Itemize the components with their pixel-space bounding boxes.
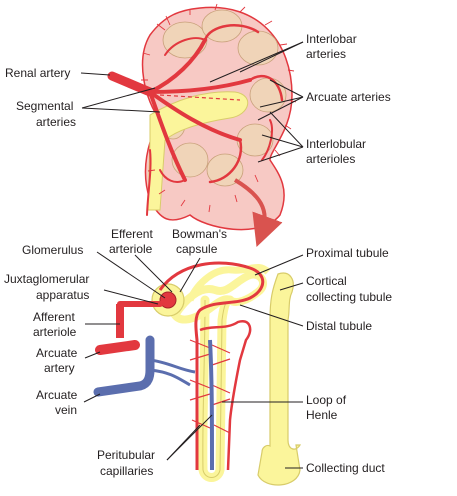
label-glomerulus: Glomerulus <box>22 243 83 257</box>
interlobar-artery-vessel <box>203 24 260 42</box>
label-jga-line1: Juxtaglomerular <box>4 272 89 286</box>
nephron <box>93 261 302 486</box>
label-bowmans-line1: Bowman's <box>172 227 227 241</box>
label-proximal-tubule: Proximal tubule <box>306 246 389 260</box>
peritubular-capillary <box>158 261 265 470</box>
label-peritubular-line2: capillaries <box>100 464 153 478</box>
label-interlobular-line1: Interlobular <box>306 137 366 151</box>
interlobar-artery-vessel <box>248 74 284 102</box>
label-peritubular-line1: Peritubular <box>97 448 155 462</box>
text-labels: Renal artery Segmental arteries Interlob… <box>4 32 392 478</box>
interlobular-arterioles <box>141 3 297 213</box>
leader-interlobular-3 <box>257 146 304 163</box>
leader-bowmans <box>179 257 201 293</box>
label-cortical-line1: Cortical <box>306 274 347 288</box>
label-jga-line2: apparatus <box>36 288 89 302</box>
leader-lines <box>80 41 304 469</box>
renal-artery-vessel <box>107 71 155 97</box>
segmental-artery-vessel <box>148 90 242 142</box>
leader-interlobular-1 <box>269 111 304 148</box>
label-interlobular-line2: arterioles <box>306 152 355 166</box>
arteriole <box>141 3 297 213</box>
collecting-duct-shape <box>257 272 302 486</box>
leader-distal <box>239 304 304 327</box>
label-loop-line1: Loop of <box>306 393 347 407</box>
leader-glomerulus <box>96 251 166 299</box>
interlobar-artery-vessel <box>208 138 243 184</box>
label-arcuate-arteries: Arcuate arteries <box>306 90 391 104</box>
label-bowmans-line2: capsule <box>176 242 218 256</box>
capillary-net <box>189 339 231 434</box>
segmental-artery-vessel <box>148 38 207 94</box>
label-afferent-line1: Afferent <box>33 310 75 324</box>
label-segmental-line1: Segmental <box>16 99 73 113</box>
label-loop-line2: Henle <box>306 408 338 422</box>
segmental-artery-vessel <box>148 78 252 94</box>
label-interlobar-line2: arteries <box>306 47 346 61</box>
leader-efferent <box>134 254 173 293</box>
kidney-cross-section <box>107 3 297 231</box>
label-afferent-line2: arteriole <box>33 325 77 339</box>
vein-along-loop <box>208 339 214 471</box>
label-renal-artery: Renal artery <box>5 66 70 80</box>
leader-arcuate-2 <box>259 96 304 108</box>
leader-arcuate-1 <box>269 79 304 98</box>
renal-pelvis <box>147 91 248 211</box>
leader-jga <box>103 289 159 305</box>
leader-renal-artery <box>80 72 111 76</box>
label-efferent-line2: arteriole <box>109 242 153 256</box>
label-distal-tubule: Distal tubule <box>306 319 372 333</box>
leader-arcuate-vein <box>83 393 101 403</box>
segmental-dashed <box>159 94 241 101</box>
label-arcuate-artery-line2: artery <box>44 361 75 375</box>
label-efferent-line1: Efferent <box>111 227 153 241</box>
loop-of-henle-outline <box>202 299 231 478</box>
label-collecting-duct: Collecting duct <box>306 461 385 475</box>
label-arcuate-vein-line1: Arcuate <box>36 388 78 402</box>
leader-segmental-2 <box>81 107 161 113</box>
pyramid <box>237 30 279 66</box>
segmental-artery-vessel <box>148 90 187 182</box>
glomerulus-shape <box>159 291 177 309</box>
label-arcuate-vein-line2: vein <box>55 403 77 417</box>
arcuate-artery-vessel <box>261 119 273 161</box>
label-cortical-line2: collecting tubule <box>306 290 392 304</box>
pyramid <box>206 153 244 187</box>
ureter-artery <box>146 149 152 216</box>
peritubular-capillary <box>199 319 252 471</box>
leader-cortical <box>279 282 304 291</box>
proximal-tubule-coil <box>186 264 271 302</box>
arcuate-artery-vessel <box>164 37 206 56</box>
label-segmental-line2: arteries <box>36 115 76 129</box>
arcuate-artery-shape <box>95 340 140 355</box>
zoom-arrow <box>233 178 283 248</box>
leader-proximal <box>254 254 304 276</box>
leader-arcuate-artery <box>84 351 101 359</box>
label-interlobar-line1: Interlobar <box>306 32 357 46</box>
label-arcuate-artery-line1: Arcuate <box>36 346 78 360</box>
leader-peritubular-2 <box>166 414 213 461</box>
leader-interlobar-2 <box>209 41 304 83</box>
leader-segmental-1 <box>81 87 156 109</box>
leader-interlobular-2 <box>261 134 304 148</box>
leader-arcuate-3 <box>257 96 304 121</box>
kidney-arteries <box>107 24 284 216</box>
venule <box>149 358 196 387</box>
arcuate-artery-vessel <box>159 169 186 183</box>
